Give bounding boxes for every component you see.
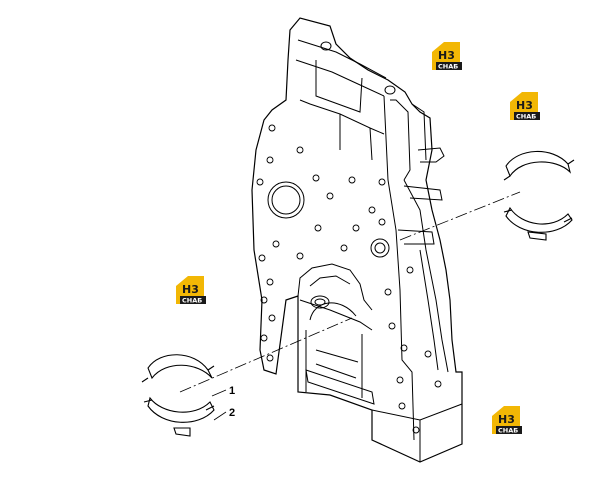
- svg-text:H3: H3: [182, 283, 199, 296]
- callout-1: 1: [229, 385, 235, 397]
- gear-housing: [251, 17, 463, 463]
- svg-text:CHAБ: CHAБ: [438, 63, 458, 71]
- svg-text:H3: H3: [498, 413, 515, 426]
- svg-text:H3: H3: [516, 99, 533, 112]
- center-lines: [179, 191, 521, 393]
- bearing-shell-lower-left: [141, 354, 215, 437]
- watermark-logo-3: H3 CHAБ: [176, 276, 206, 305]
- svg-text:CHAБ: CHAБ: [516, 113, 536, 121]
- callouts: 1 2: [211, 385, 235, 421]
- svg-text:CHAБ: CHAБ: [182, 297, 202, 305]
- leader-line-1: [211, 389, 227, 397]
- svg-text:CHAБ: CHAБ: [498, 427, 518, 435]
- watermark-logo-4: H3 CHAБ: [492, 406, 522, 435]
- watermark-logo-1: H3 CHAБ: [432, 42, 462, 71]
- bolt-holes: [256, 124, 442, 434]
- svg-text:H3: H3: [438, 49, 455, 62]
- watermark-logo-2: H3 CHAБ: [510, 92, 540, 121]
- callout-2: 2: [229, 407, 235, 419]
- bearing-shell-upper-right: [503, 150, 575, 241]
- leader-line-2: [213, 411, 227, 421]
